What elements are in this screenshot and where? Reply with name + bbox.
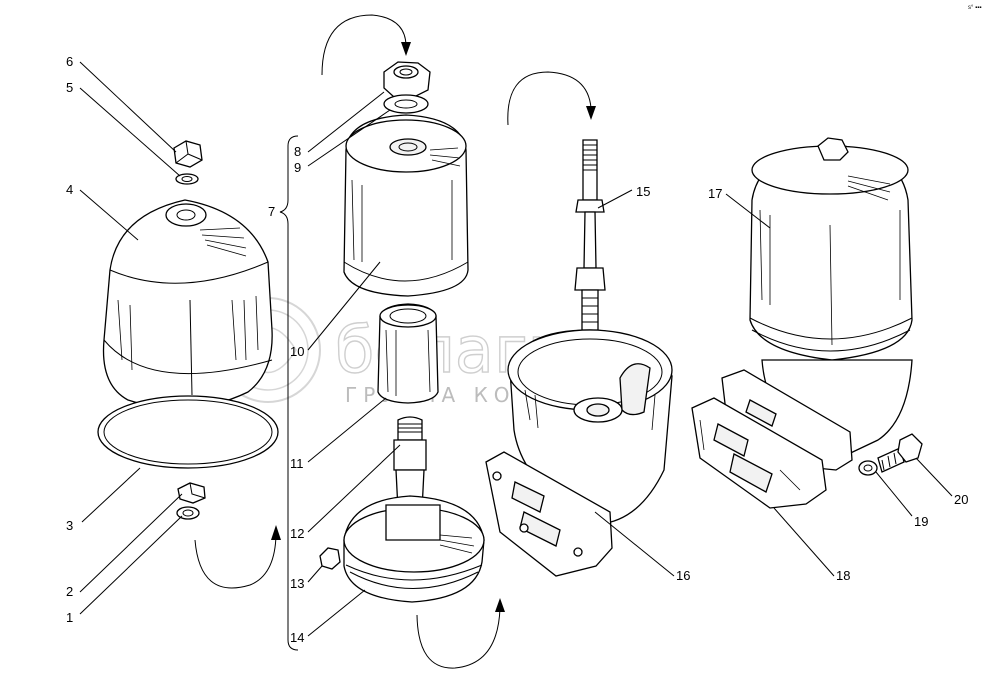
- part-base-plate-14: [343, 495, 485, 603]
- part-nut-2: [177, 482, 206, 504]
- label-6: 6: [66, 54, 73, 69]
- corner-mark: s° ▪▪▪: [968, 5, 981, 11]
- part-gasket-18: [691, 397, 827, 509]
- part-nut-6: [173, 140, 203, 168]
- part-housing-16: [485, 329, 673, 577]
- bracket-group-7: [279, 135, 299, 651]
- part-bolt-20: [877, 433, 923, 473]
- assembly-arrow-left: [194, 525, 281, 589]
- assembly-arrow-bottom-middle: [416, 598, 505, 669]
- label-12: 12: [290, 526, 304, 541]
- label-14: 14: [290, 630, 304, 645]
- label-9: 9: [294, 160, 301, 175]
- label-5: 5: [66, 80, 73, 95]
- label-17: 17: [708, 186, 722, 201]
- label-7: 7: [268, 204, 275, 219]
- label-4: 4: [66, 182, 73, 197]
- part-washer-5: [175, 173, 199, 185]
- part-gasket-3: [97, 395, 279, 469]
- assembly-arrow-top-right: [507, 71, 596, 126]
- part-assembled-filter-17: [721, 137, 913, 471]
- label-13: 13: [290, 576, 304, 591]
- part-washer-19: [858, 460, 878, 476]
- label-19: 19: [914, 514, 928, 529]
- label-8: 8: [294, 144, 301, 159]
- label-1: 1: [66, 610, 73, 625]
- label-3: 3: [66, 518, 73, 533]
- part-stud-15: [574, 139, 606, 331]
- part-washer-9: [383, 94, 429, 114]
- label-15: 15: [636, 184, 650, 199]
- part-inner-tube-11: [377, 303, 439, 404]
- assembly-arrow-top-middle: [321, 14, 411, 76]
- part-filter-cover-4: [102, 199, 273, 409]
- part-labels: 6 5 4 3 2 1 8 9 7 10 11 12 13 14 15 16 1…: [66, 54, 968, 645]
- part-plug-13: [319, 547, 341, 570]
- part-filter-element-10: [343, 114, 469, 297]
- leader-lines: [79, 61, 953, 637]
- label-2: 2: [66, 584, 73, 599]
- label-18: 18: [836, 568, 850, 583]
- label-11: 11: [290, 456, 304, 471]
- part-washer-1: [176, 506, 200, 520]
- label-10: 10: [290, 344, 304, 359]
- label-16: 16: [676, 568, 690, 583]
- label-20: 20: [954, 492, 968, 507]
- part-nut-8: [383, 61, 431, 99]
